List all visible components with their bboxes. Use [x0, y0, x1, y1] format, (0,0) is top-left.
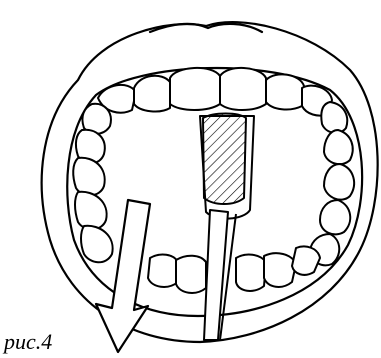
right-tooth [324, 130, 353, 164]
lower-tooth [292, 246, 320, 274]
lower-tooth [148, 255, 178, 287]
toothbrush-handle [204, 210, 228, 340]
right-tooth [320, 200, 350, 234]
upper-tooth [170, 68, 220, 110]
lower-tooth [236, 255, 266, 291]
left-tooth [73, 158, 104, 195]
right-tooth [321, 102, 347, 133]
toothbrush-bristles [203, 114, 246, 205]
right-teeth-column [310, 102, 354, 265]
lower-teeth-row [148, 246, 320, 292]
toothbrush [200, 114, 254, 341]
figure-caption: рис.4 [4, 330, 52, 354]
left-tooth [75, 192, 107, 229]
left-teeth-column [73, 104, 112, 263]
upper-teeth-row [98, 68, 332, 116]
upper-tooth [266, 74, 304, 109]
left-tooth [81, 226, 113, 262]
upper-tooth [220, 68, 266, 110]
upper-tooth [134, 76, 170, 112]
lower-tooth [264, 253, 296, 287]
lower-tooth [176, 256, 206, 293]
right-tooth [324, 164, 354, 200]
